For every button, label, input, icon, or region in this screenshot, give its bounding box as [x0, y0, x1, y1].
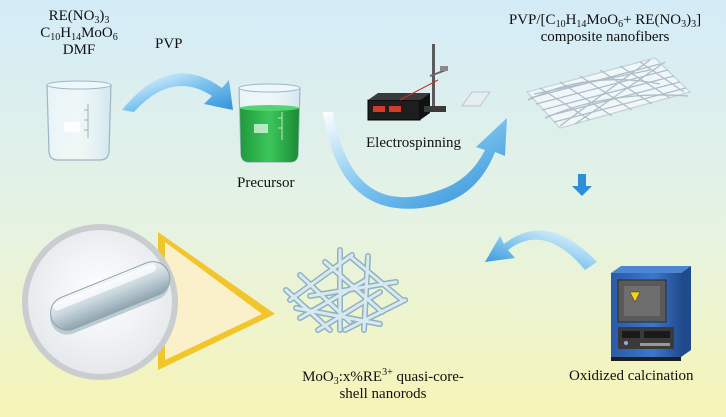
nanofiber-mat-icon [525, 57, 692, 129]
down-arrow-icon [572, 174, 592, 196]
composite-formula: PVP/[C10H14MoO6+ RE(NO3)3] [508, 12, 702, 30]
reagent-rare-earth-nitrate: RE(NO3)3 [48, 8, 110, 26]
nanorod-cluster-icon [283, 247, 408, 333]
electrospinning-apparatus-icon [367, 44, 491, 121]
product-formula: MoO3:x%RE3+ quasi-core- [302, 367, 464, 387]
product-label: MoO3:x%RE3+ quasi-core- shell nanorods [268, 367, 498, 403]
curved-arrow-1-icon [122, 73, 233, 112]
nanorod-zoom-icon [22, 224, 275, 380]
reagent-label: RE(NO3)3 C10H14MoO6 DMF [29, 8, 129, 59]
beaker-icon [46, 80, 112, 161]
furnace-icon [611, 266, 691, 361]
calcination-label: Oxidized calcination [569, 368, 694, 384]
product-description: shell nanorods [339, 386, 427, 402]
curved-arrow-2-icon [323, 112, 507, 209]
precursor-label: Precursor [237, 175, 295, 191]
pvp-label: PVP [155, 36, 183, 52]
curved-arrow-3-icon [485, 230, 597, 270]
reagent-molybdenum-precursor: C10H14MoO6 [40, 25, 118, 43]
electrospinning-label: Electrospinning [366, 135, 461, 151]
reagent-solvent: DMF [62, 42, 96, 58]
beaker-precursor-icon [238, 83, 301, 163]
composite-nanofiber-label: PVP/[C10H14MoO6+ RE(NO3)3] composite nan… [490, 12, 720, 46]
composite-description: composite nanofibers [540, 29, 670, 45]
